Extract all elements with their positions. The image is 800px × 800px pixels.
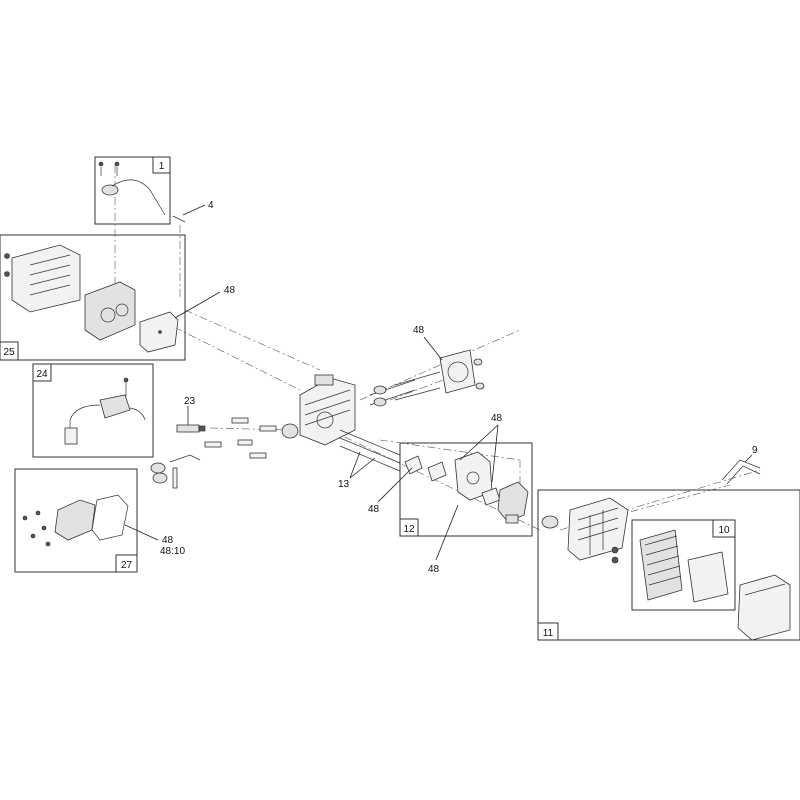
group-24-label: 24 [36,369,48,380]
callout-9: 9 [752,445,758,456]
studs [339,429,401,472]
group-25-label: 25 [3,347,15,358]
breather-tube [721,459,761,485]
callout-48-insulator: 48 [368,504,380,515]
group-12-carburetor: 12 [399,442,533,537]
group-25-muffler: 25 [0,234,186,361]
callout-4: 4 [208,200,214,211]
callout-48-cover-gasket: 48 [162,535,174,546]
spark-plug [176,424,206,433]
cylinder-head [299,374,356,446]
group-1-label: 1 [159,161,165,172]
exhaust-gasket [439,349,485,394]
group-10-label: 10 [718,525,730,536]
group-10-filter-element: 10 [631,519,736,611]
callout-48-intake-gaskets: 48 [491,413,503,424]
callout-48-head-gasket: 48 [413,325,425,336]
callout-23: 23 [184,396,196,407]
exhaust-studs [369,371,441,407]
group-12-label: 12 [403,524,415,535]
group-1-throttle-link: 1 [94,156,171,225]
group-24-ignition-coil: 24 [32,363,154,458]
valve-train-parts [150,417,299,489]
group-27-valve-cover: 27 [14,468,138,573]
callout-48-carb-gasket: 48 [428,564,440,575]
callout-48-10: 48:10 [160,546,185,557]
callout-13: 13 [338,479,350,490]
callout-48-muffler-gasket: 48 [224,285,236,296]
group-11-air-cleaner: 11 [537,489,800,641]
group-11-label: 11 [543,628,554,639]
group-27-label: 27 [121,560,133,571]
